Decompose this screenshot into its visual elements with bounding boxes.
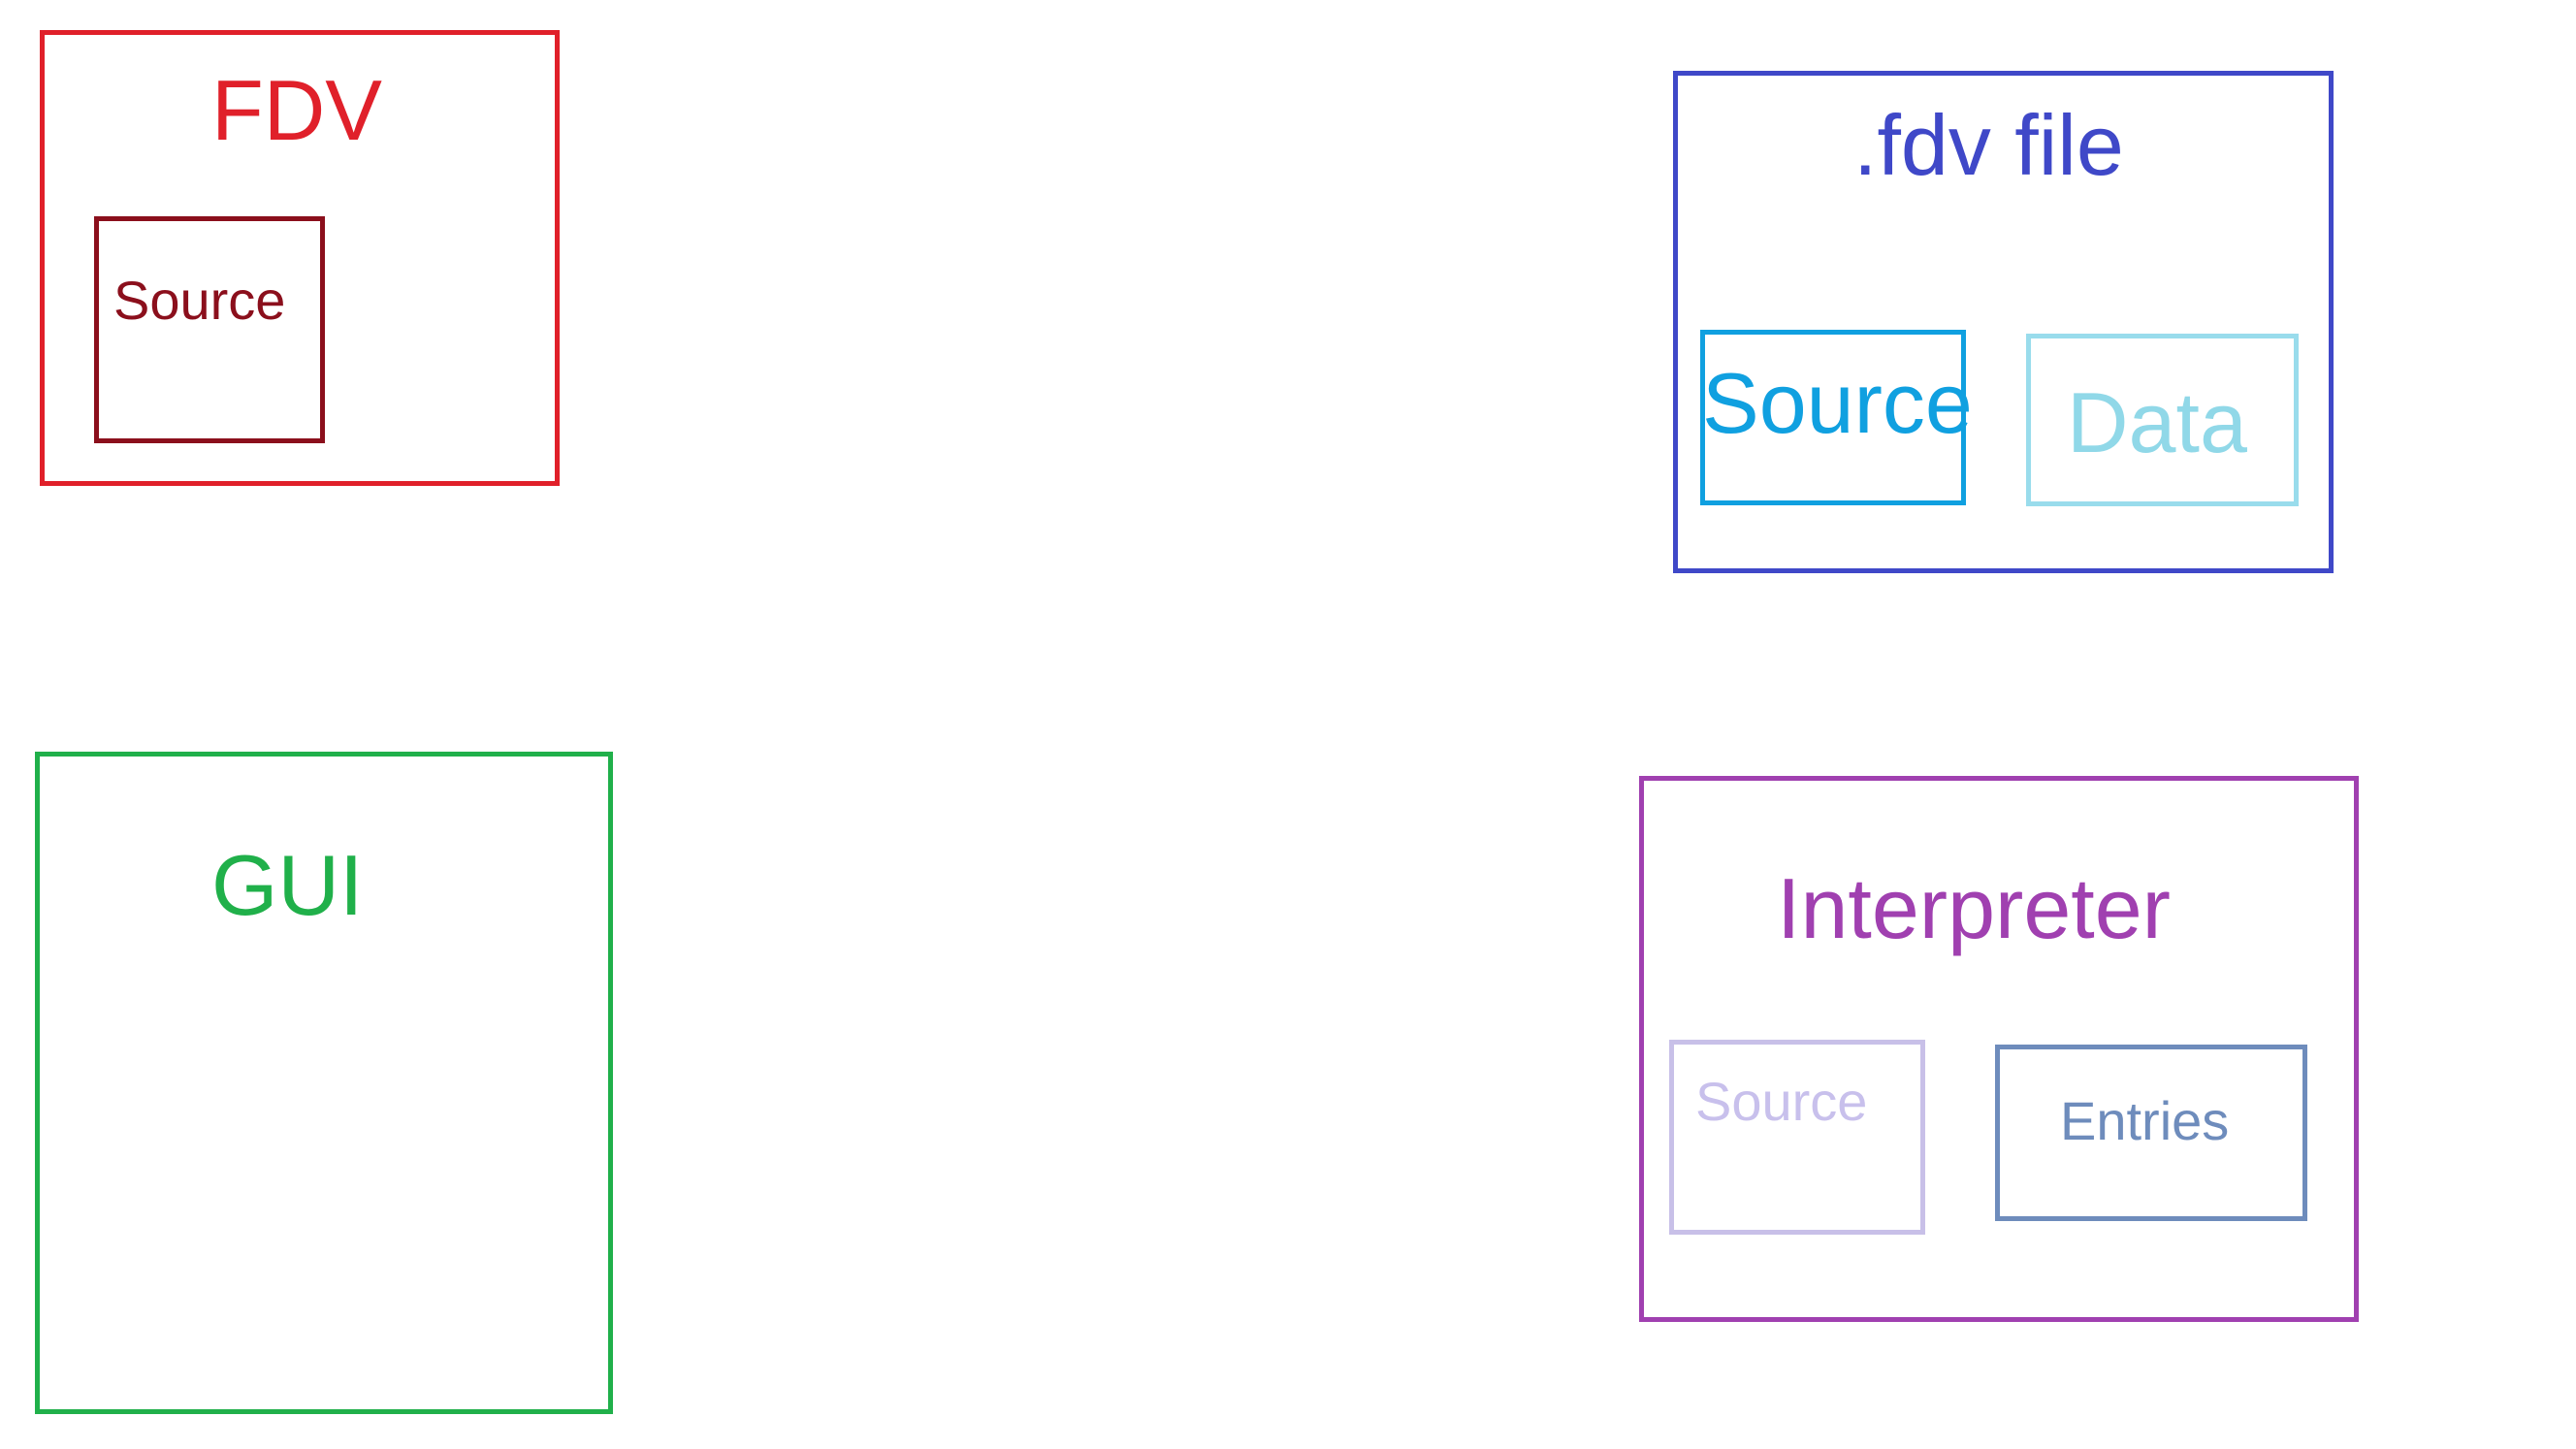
fdv-source-box — [94, 216, 325, 443]
interpreter-source-label: Source — [1695, 1071, 1868, 1132]
fdv-component-box — [40, 30, 560, 486]
fdv-file-data-box — [2026, 334, 2299, 506]
fdv-component-title: FDV — [211, 62, 382, 158]
gui-component-box — [35, 752, 613, 1414]
gui-component-title: GUI — [211, 837, 364, 933]
fdv-file-box — [1673, 71, 2334, 573]
interpreter-entries-box — [1995, 1045, 2307, 1221]
fdv-file-source-label: Source — [1702, 355, 1973, 451]
fdv-file-title: .fdv file — [1853, 97, 2124, 193]
interpreter-title: Interpreter — [1777, 860, 2171, 956]
interpreter-entries-label: Entries — [2060, 1090, 2230, 1151]
interpreter-box — [1639, 776, 2359, 1322]
fdv-source-label: Source — [113, 270, 286, 331]
fdv-file-data-label: Data — [2067, 374, 2247, 470]
fdv-file-source-box — [1700, 330, 1966, 505]
interpreter-source-box — [1669, 1040, 1925, 1235]
